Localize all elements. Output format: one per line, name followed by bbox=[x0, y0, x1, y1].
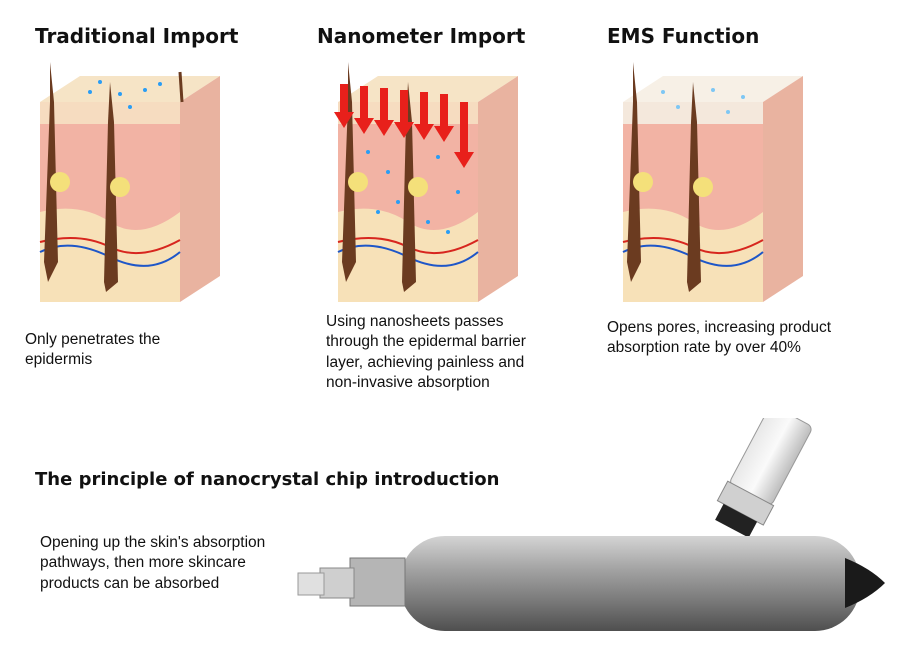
principle-title: The principle of nanocrystal chip introd… bbox=[35, 469, 500, 490]
ems-function-description: Opens pores, increasing product absorpti… bbox=[607, 319, 832, 357]
nanocrystal-device bbox=[297, 418, 885, 631]
skin-cross-section-ems bbox=[622, 62, 803, 302]
nanocrystal-device-icon bbox=[297, 418, 885, 631]
traditional-import-description: Only penetrates the epidermis bbox=[25, 331, 161, 369]
skin-cross-section-icon bbox=[39, 62, 220, 302]
down-arrows-icon bbox=[334, 84, 474, 168]
skin-cross-section-nanometer bbox=[334, 62, 518, 302]
nanometer-import-title: Nanometer Import bbox=[317, 24, 526, 48]
skin-cross-section-icon bbox=[622, 62, 803, 302]
skin-cross-section-icon bbox=[334, 62, 518, 302]
principle-description: Opening up the skin's absorption pathway… bbox=[40, 534, 266, 592]
traditional-import-title: Traditional Import bbox=[35, 24, 239, 48]
nanometer-import-description: Using nanosheets passes through the epid… bbox=[326, 313, 526, 392]
skin-cross-section-traditional bbox=[39, 62, 220, 302]
ems-function-title: EMS Function bbox=[607, 24, 760, 48]
